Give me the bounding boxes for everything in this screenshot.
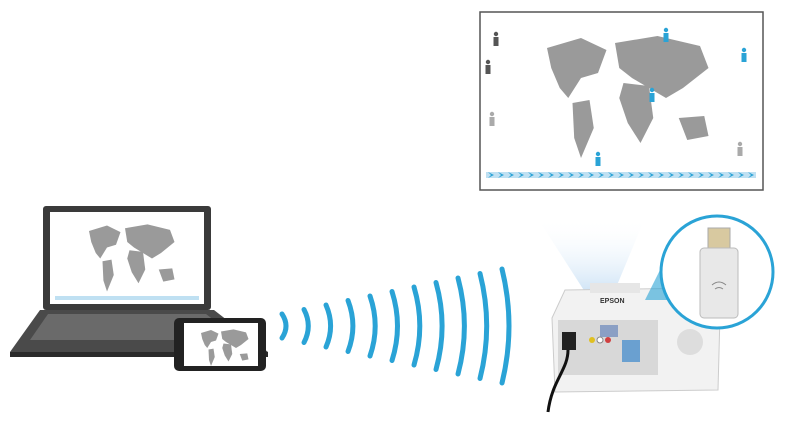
brand-logo: EPSON xyxy=(600,298,625,305)
wave-arc xyxy=(367,293,378,359)
timeline-chevron xyxy=(728,172,734,178)
timeline-chevron xyxy=(498,172,504,178)
timeline-chevron xyxy=(658,172,664,178)
timeline-chevron xyxy=(678,172,684,178)
usb-connector xyxy=(707,227,731,251)
timeline-chevron xyxy=(558,172,564,178)
timeline-chevron xyxy=(618,172,624,178)
timeline-chevron xyxy=(638,172,644,178)
person-icon xyxy=(737,141,743,156)
person-icon xyxy=(663,27,669,42)
wave-arc xyxy=(345,298,356,354)
timeline-chevron xyxy=(738,172,744,178)
person-icon xyxy=(489,111,495,126)
timeline-chevron xyxy=(628,172,634,178)
person-icon xyxy=(649,87,655,102)
tablet xyxy=(174,318,266,371)
timeline-chevron xyxy=(578,172,584,178)
person-icon xyxy=(741,47,747,62)
projection-beam xyxy=(540,218,645,292)
wave-arc xyxy=(455,275,467,377)
timeline-chevron xyxy=(668,172,674,178)
timeline-chevron xyxy=(648,172,654,178)
person-markers xyxy=(485,27,747,166)
wireless-waves xyxy=(279,266,512,386)
person-icon xyxy=(493,31,499,46)
timeline-chevron xyxy=(548,172,554,178)
timeline-chevron xyxy=(688,172,694,178)
timeline-chevron xyxy=(508,172,514,178)
wave-arc xyxy=(389,289,400,363)
wave-arc xyxy=(301,307,311,345)
timeline-chevron xyxy=(748,172,754,178)
person-icon xyxy=(595,151,601,166)
timeline-chevron xyxy=(588,172,594,178)
wireless-dongle xyxy=(699,247,739,319)
power-cable xyxy=(546,349,570,413)
wave-arc xyxy=(477,271,490,381)
wireless-icon xyxy=(711,281,727,290)
timeline-chevron xyxy=(538,172,544,178)
wave-arc xyxy=(433,280,445,372)
timeline-chevron xyxy=(708,172,714,178)
wireless-lan-module-callout xyxy=(645,214,775,330)
timeline-chevron xyxy=(608,172,614,178)
wave-arc xyxy=(499,266,512,386)
wave-arc xyxy=(279,311,289,341)
projected-screen xyxy=(479,11,764,191)
timeline-chevron xyxy=(528,172,534,178)
timeline-chevron xyxy=(488,172,494,178)
timeline-chevron xyxy=(568,172,574,178)
timeline-bar xyxy=(486,172,756,178)
timeline-chevron xyxy=(698,172,704,178)
timeline-chevron xyxy=(598,172,604,178)
timeline-chevron xyxy=(518,172,524,178)
person-icon xyxy=(485,59,491,74)
timeline-chevron xyxy=(718,172,724,178)
wave-arc xyxy=(411,284,423,368)
wave-arc xyxy=(323,302,334,350)
